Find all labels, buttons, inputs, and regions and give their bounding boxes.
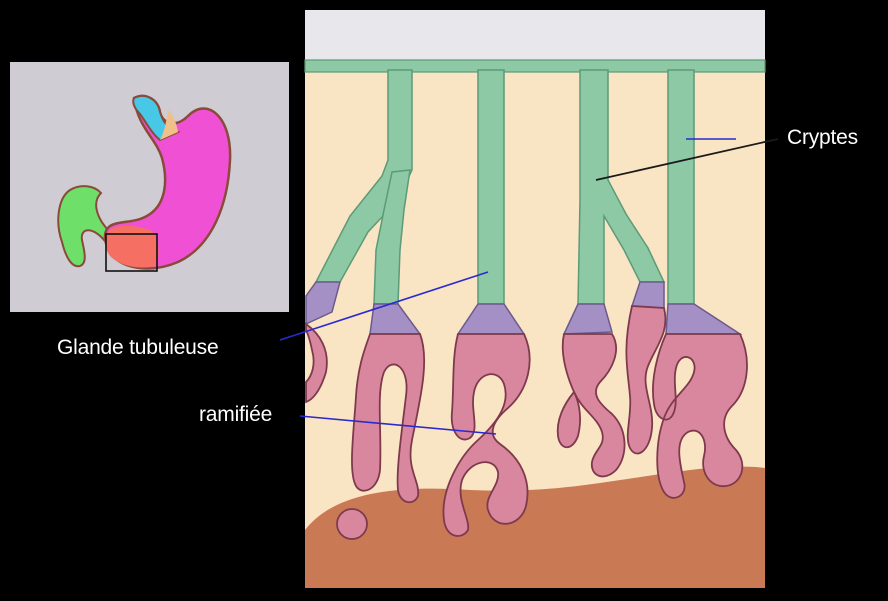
crypt-4	[668, 70, 694, 304]
label-ramifiee: ramifiée	[199, 403, 272, 427]
surface-epithelium	[305, 60, 765, 72]
label-glande-tubuleuse: Glande tubuleuse	[57, 336, 218, 360]
histology-panel	[305, 10, 765, 588]
label-cryptes: Cryptes	[787, 126, 858, 150]
gastric-lumen	[305, 10, 765, 62]
crypt-2	[478, 70, 504, 304]
gland-cross-section	[337, 509, 367, 539]
stomach-inset	[10, 62, 289, 312]
